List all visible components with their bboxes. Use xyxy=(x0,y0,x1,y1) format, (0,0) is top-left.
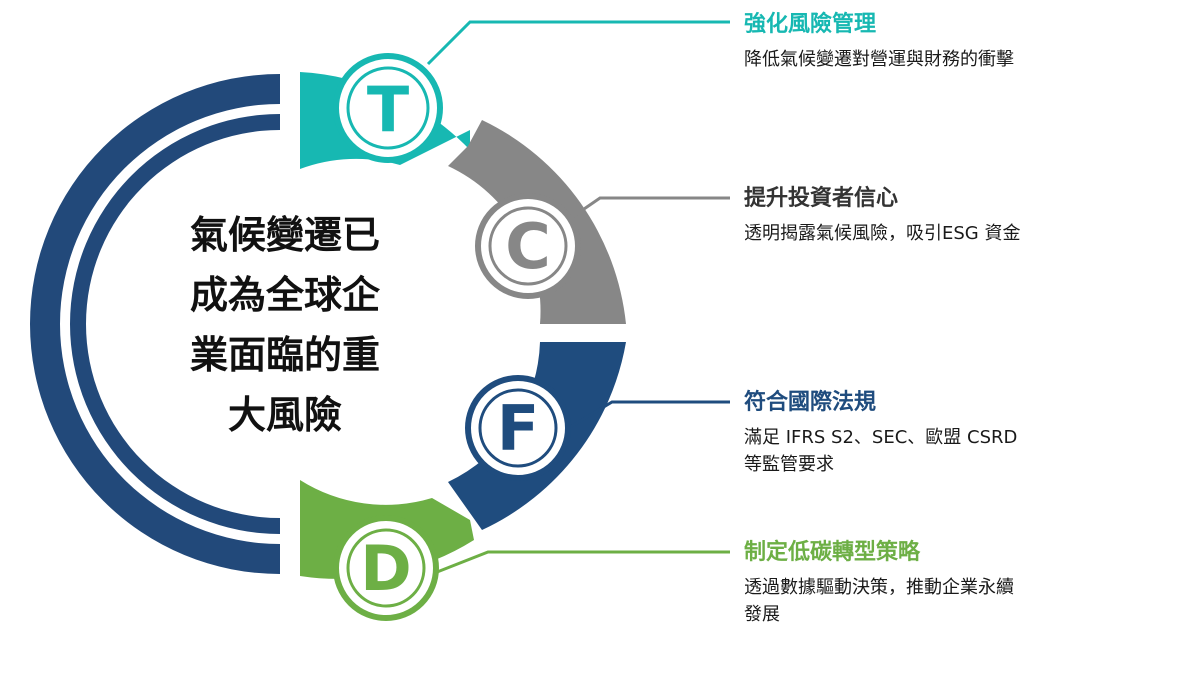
item-desc: 滿足 IFRS S2、SEC、歐盟 CSRD 等監管要求 xyxy=(744,427,1018,475)
item-title: 強化風險管理 xyxy=(744,12,877,37)
center-line-3: 業面臨的重 xyxy=(189,333,380,377)
item-desc: 透過數據驅動決策，推動企業永續發展 xyxy=(744,577,1014,625)
connector-d xyxy=(431,550,730,576)
connector-f xyxy=(561,400,730,434)
letter-f: F xyxy=(497,392,539,465)
item-title: 符合國際法規 xyxy=(744,390,877,415)
center-line-1: 氣候變遷已 xyxy=(189,213,380,257)
center-heading: 氣候變遷已 成為全球企 業面臨的重 大風險 xyxy=(150,205,420,445)
letter-c-icon: C xyxy=(475,193,581,299)
item-low-carbon: 制定低碳轉型策略 透過數據驅動決策，推動企業永續發展 xyxy=(744,538,1044,628)
letter-t: T xyxy=(367,73,409,146)
center-line-4: 大風險 xyxy=(227,393,342,437)
item-desc: 降低氣候變遷對營運與財務的衝擊 xyxy=(744,49,1014,70)
item-title: 制定低碳轉型策略 xyxy=(744,540,921,565)
connector-c xyxy=(567,196,730,222)
item-desc: 透明揭露氣候風險，吸引ESG 資金 xyxy=(744,223,1021,244)
letter-c: C xyxy=(505,210,551,283)
letter-d-icon: D xyxy=(333,515,439,621)
item-investor-confidence: 提升投資者信心 透明揭露氣候風險，吸引ESG 資金 xyxy=(744,184,1044,247)
center-line-2: 成為全球企 xyxy=(189,273,380,317)
letter-t-icon: T xyxy=(333,53,443,163)
item-title: 提升投資者信心 xyxy=(744,186,899,211)
connector-t xyxy=(426,20,730,66)
outer-arc xyxy=(30,74,280,574)
item-risk-management: 強化風險管理 降低氣候變遷對營運與財務的衝擊 xyxy=(744,10,1044,73)
letter-f-icon: F xyxy=(465,375,571,481)
letter-d: D xyxy=(360,532,411,605)
item-regulation: 符合國際法規 滿足 IFRS S2、SEC、歐盟 CSRD 等監管要求 xyxy=(744,388,1044,478)
